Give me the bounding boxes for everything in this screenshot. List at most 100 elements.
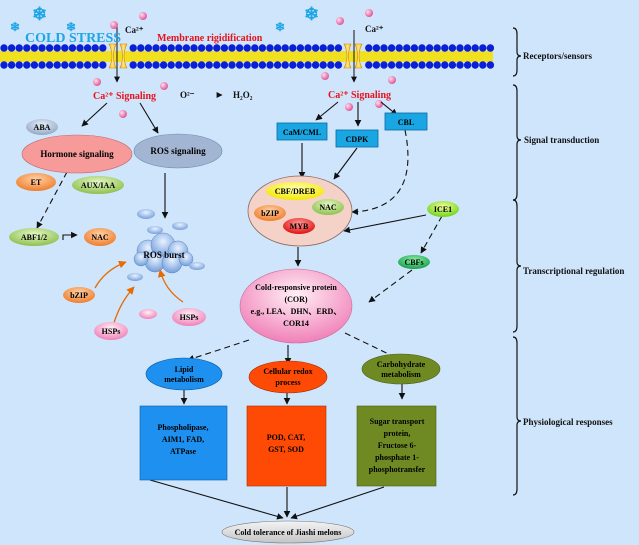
lipid-head — [182, 61, 191, 69]
lipid-head — [441, 61, 449, 69]
lipid-head — [266, 61, 274, 69]
carb-box-line-5: phosphotransfer — [369, 465, 426, 474]
nac-label-left: NAC — [91, 233, 109, 242]
carbohydrate-metabolism-node — [361, 353, 441, 385]
bzip-label-right: bZIP — [261, 209, 279, 218]
lipid-head — [418, 44, 426, 52]
lipid-head — [0, 61, 8, 69]
lipid-head — [144, 44, 153, 52]
lipid-head — [471, 44, 479, 52]
lipid-head — [68, 44, 77, 52]
lipid-head — [167, 61, 175, 69]
lipid-head — [129, 61, 137, 69]
redox-box-line-1: POD, CAT, — [267, 433, 306, 442]
calcium-ion — [321, 72, 329, 80]
lipid-head — [99, 44, 107, 52]
lipid-head — [403, 44, 411, 52]
calcium-label-left: Ca²⁺ — [125, 25, 144, 35]
lipid-head — [334, 44, 343, 52]
membrane-tail-band — [0, 51, 493, 62]
lipid-head — [45, 61, 54, 69]
lipid-head — [456, 61, 464, 69]
lipid-head — [30, 44, 39, 52]
lipid-head — [228, 44, 236, 52]
lipid-head — [380, 61, 388, 69]
lipid-head — [334, 61, 343, 69]
calcium-ion — [388, 76, 396, 84]
redox-box-line-2: GST, SOD — [268, 445, 304, 454]
connector-arrows — [36, 101, 443, 520]
lipid-head — [327, 61, 335, 69]
snowflake-icon: ❄ — [66, 20, 76, 34]
small-cloud-icon — [172, 222, 188, 230]
lipid-head — [433, 61, 441, 69]
hormone-signaling-label: Hormone signaling — [40, 149, 114, 159]
lipid-head — [395, 61, 403, 69]
carb-box-line-1: Sugar transport — [370, 417, 425, 426]
snowflake-icon: ❄ — [275, 20, 285, 34]
lipid-box-line-3: ATPase — [170, 447, 197, 456]
lipid-head — [152, 44, 160, 52]
calcium-label-right: Ca²⁺ — [365, 24, 384, 34]
lipid-head — [45, 44, 54, 52]
lipid-head — [327, 44, 335, 52]
lipid-head — [448, 44, 457, 52]
pink-pill-icon — [139, 309, 157, 319]
lipid-head — [266, 44, 274, 52]
cell-membrane — [0, 44, 495, 69]
lipid-head — [395, 44, 403, 52]
lipid-head — [289, 44, 297, 52]
ros-signaling-node — [133, 133, 223, 169]
cbf-dreb-node — [266, 182, 324, 200]
calcium-ion — [345, 103, 353, 111]
lipid-head — [456, 44, 464, 52]
lipid-head — [372, 44, 381, 52]
lipid-head — [311, 61, 320, 69]
outcome-label: Cold tolerance of Jiashi melons — [235, 528, 342, 537]
lipid-head — [197, 44, 206, 52]
redox-label-1: Cellular redox — [263, 367, 312, 376]
cbl-box — [384, 112, 428, 131]
lipid-head — [258, 61, 267, 69]
calcium-ion — [375, 100, 383, 108]
lipid-head — [372, 61, 381, 69]
lipid-head — [273, 44, 282, 52]
myb-node — [283, 218, 315, 234]
small-cloud-icon — [137, 209, 155, 219]
lipid-head — [281, 61, 289, 69]
lipid-head — [15, 61, 23, 69]
lipid-head — [486, 61, 495, 69]
lipid-head — [190, 61, 198, 69]
aba-node — [26, 119, 58, 135]
lipid-head — [387, 61, 396, 69]
cor-line-3: e.g., LEA、DHN、ERD、 — [251, 307, 342, 316]
superoxide-label: O²⁻ — [180, 90, 195, 100]
calcium-ion — [139, 12, 147, 20]
lipid-head — [38, 44, 46, 52]
lipid-head — [220, 61, 229, 69]
brace-signal — [512, 84, 522, 201]
hsps-label-right: HSPs — [180, 313, 199, 322]
cold-stress-label: COLD STRESS — [25, 31, 121, 46]
lipid-head — [61, 44, 69, 52]
lipid-head — [144, 61, 153, 69]
lipid-head — [213, 61, 221, 69]
lipid-head — [197, 61, 206, 69]
lipid-head — [433, 44, 441, 52]
hsps-node-left — [94, 322, 128, 340]
lipid-head — [304, 44, 312, 52]
calcium-ion — [365, 9, 373, 17]
lipid-head — [463, 61, 472, 69]
lipid-head — [251, 44, 259, 52]
lipid-head — [99, 61, 107, 69]
lipid-head — [205, 44, 213, 52]
lipid-head — [425, 61, 434, 69]
lipid-head — [53, 61, 61, 69]
lipid-head — [296, 61, 305, 69]
lipid-head — [410, 61, 419, 69]
ice1-label: ICE1 — [434, 205, 452, 214]
snowflake-icons: ❄ ❄ ❄ ❄ ❄ — [10, 4, 319, 34]
ice1-node — [427, 201, 459, 217]
lipid-head — [23, 44, 31, 52]
